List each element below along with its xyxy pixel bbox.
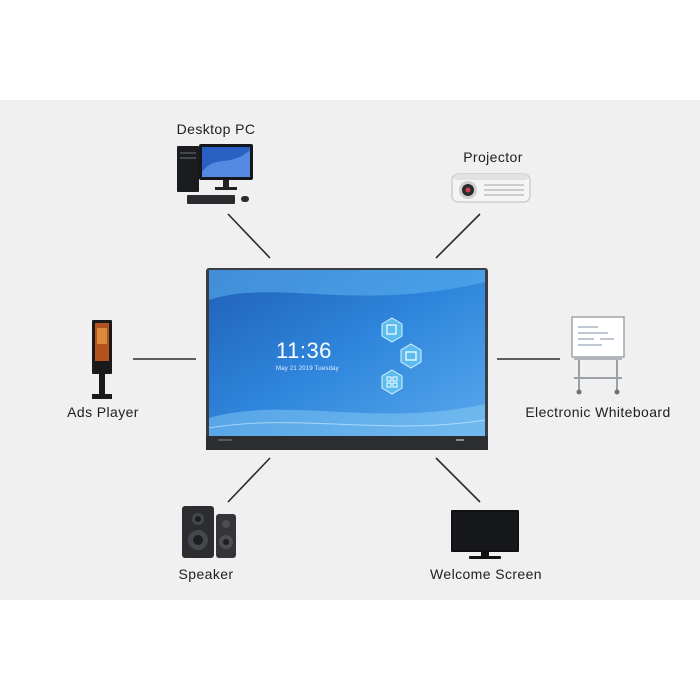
label-ads-player: Ads Player (67, 404, 139, 420)
label-welcome-screen: Welcome Screen (430, 566, 542, 582)
interactive-panel (206, 268, 488, 450)
display-clock: 11:36 (276, 338, 332, 363)
projector-icon (451, 173, 531, 203)
welcome-screen-icon (451, 510, 519, 559)
desktop-pc-icon (177, 144, 253, 204)
whiteboard-icon (571, 316, 625, 395)
speaker-icon (182, 506, 236, 558)
label-speaker: Speaker (178, 566, 234, 582)
label-projector: Projector (463, 149, 523, 165)
ads-player-icon (92, 320, 112, 399)
label-electronic-whiteboard: Electronic Whiteboard (525, 404, 671, 420)
display-date: May 21 2019 Tuesday (276, 366, 339, 372)
connector-welcome-screen (435, 457, 481, 503)
app-tile-icons (381, 317, 422, 395)
connector-projector (435, 213, 481, 259)
connector-speaker (227, 457, 271, 503)
label-desktop-pc: Desktop PC (176, 121, 256, 137)
connector-desktop-pc (227, 213, 271, 259)
